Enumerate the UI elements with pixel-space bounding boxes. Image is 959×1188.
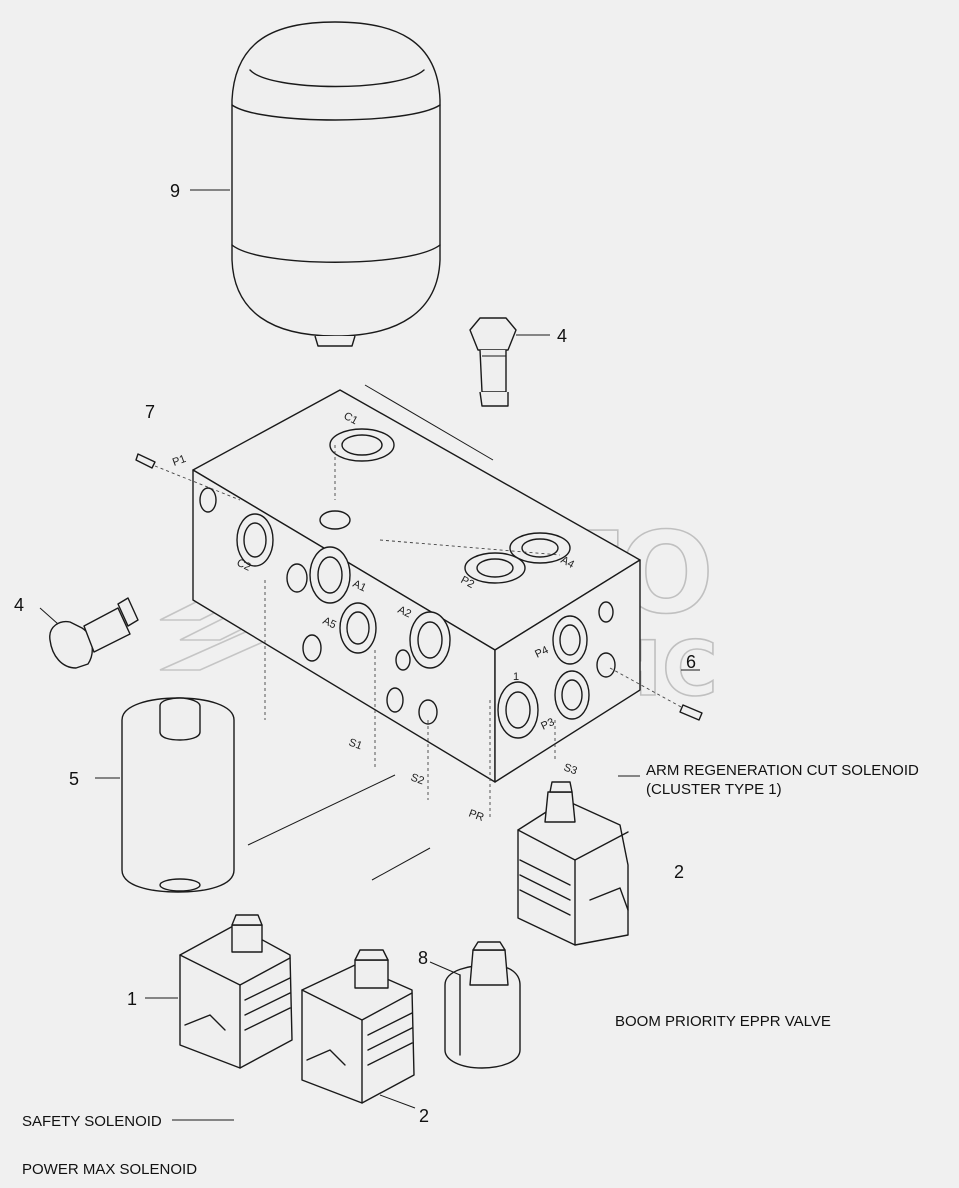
port-label-p2: P2	[459, 574, 477, 591]
solenoid-part-1	[145, 914, 293, 1069]
callout-9: 9	[170, 181, 180, 201]
port-label-a4: A4	[559, 554, 577, 571]
callout-2-bottom: 2	[419, 1106, 429, 1126]
note-power-max-solenoid: POWER MAX SOLENOID	[22, 1161, 197, 1178]
accumulator-part-9	[190, 21, 441, 347]
note-boom-priority: BOOM PRIORITY EPPR VALVE	[615, 1013, 831, 1030]
callout-4-left: 4	[14, 595, 24, 615]
callout-7: 7	[145, 402, 155, 422]
port-label-a5: A5	[321, 615, 338, 632]
callout-4-top: 4	[557, 326, 567, 346]
port-label-s3: S3	[562, 762, 579, 778]
eppr-valve-part-8	[429, 941, 521, 1069]
callout-1: 1	[127, 989, 137, 1009]
port-label-pr: PR	[467, 808, 486, 825]
filter-part-5	[95, 697, 235, 893]
callout-5: 5	[69, 769, 79, 789]
note-cluster-type: (CLUSTER TYPE 1)	[646, 781, 782, 798]
note-arm-regeneration: ARM REGENERATION CUT SOLENOID	[646, 762, 919, 779]
plug-part-4-left	[39, 597, 139, 669]
set-screw-part-7	[135, 453, 241, 501]
port-label-c2: C2	[235, 557, 253, 574]
port-label-p4: P4	[533, 644, 550, 661]
plug-part-4-top	[469, 317, 550, 407]
callout-8: 8	[418, 948, 428, 968]
port-label-p3: P3	[539, 716, 556, 733]
port-label-s1: S1	[347, 737, 364, 753]
port-label-a2: A2	[396, 604, 413, 621]
port-label-s2: S2	[409, 772, 426, 788]
solenoid-part-2-bottom	[301, 949, 416, 1109]
set-screw-part-6	[609, 667, 703, 721]
port-label-p1: P1	[171, 453, 188, 469]
note-safety-solenoid: SAFETY SOLENOID	[22, 1113, 162, 1130]
callout-2-right: 2	[674, 862, 684, 882]
manifold-block	[192, 384, 641, 881]
port-label-c1: C1	[342, 410, 360, 427]
port-label-1: 1	[513, 671, 519, 683]
solenoid-part-2-right	[517, 775, 640, 946]
port-label-a1: A1	[351, 578, 368, 595]
callout-6: 6	[686, 652, 696, 672]
